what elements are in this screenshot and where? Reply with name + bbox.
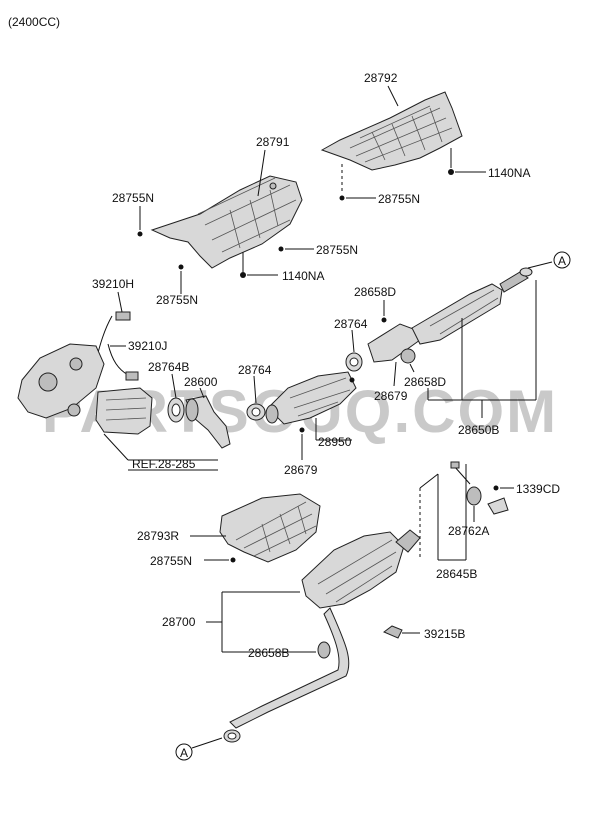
bolt-icon	[240, 272, 246, 278]
nut-icon	[278, 246, 284, 252]
hanger-rubber-28762A[interactable]	[466, 486, 482, 506]
oxygen-sensor-39210J[interactable]	[107, 343, 139, 381]
hanger-bracket-bolt[interactable]	[450, 461, 471, 485]
label-28792: 28792	[364, 71, 398, 85]
bolt-icon	[448, 169, 454, 175]
nut-icon	[178, 264, 184, 270]
marker-a-bottom-label: A	[180, 746, 188, 760]
main-muffler-28700[interactable]	[223, 529, 421, 743]
nut-icon	[339, 195, 345, 201]
label-28755N-lower-center: 28755N	[156, 293, 198, 307]
label-28600: 28600	[184, 375, 218, 389]
label-1140NA-center: 1140NA	[282, 269, 324, 283]
label-28755N-center: 28755N	[316, 243, 358, 257]
label-28679-center: 28679	[374, 389, 408, 403]
nut-icon	[349, 377, 355, 383]
label-28645B: 28645B	[436, 567, 477, 581]
engine-label: (2400CC)	[8, 15, 60, 29]
label-28755N-lower-left: 28755N	[150, 554, 192, 568]
label-28658B: 28658B	[248, 646, 289, 660]
heat-shield-bracket-39215B[interactable]	[383, 625, 403, 639]
label-28658D-lower: 28658D	[404, 375, 446, 389]
label-39210H: 39210H	[92, 277, 134, 291]
nut-icon	[381, 317, 387, 323]
heat-protector-28793R[interactable]	[219, 493, 321, 563]
label-28755N-upper-left: 28755N	[112, 191, 154, 205]
nut-icon	[230, 557, 236, 563]
bolt-icon	[493, 485, 499, 491]
hanger-rubber-28658B[interactable]	[317, 641, 331, 659]
exhaust-manifold[interactable]	[17, 343, 153, 435]
front-pipe-28600[interactable]	[185, 395, 231, 449]
heat-protector-28792[interactable]	[320, 91, 463, 171]
nut-icon	[137, 231, 143, 237]
label-39215B: 39215B	[424, 627, 465, 641]
hanger-bracket-plate[interactable]	[487, 497, 509, 515]
gasket-28764-right[interactable]	[345, 352, 363, 372]
label-28791: 28791	[256, 135, 290, 149]
catalytic-converter-28950[interactable]	[265, 371, 357, 425]
label-1339CD: 1339CD	[516, 482, 560, 496]
label-1140NA-top: 1140NA	[488, 166, 530, 180]
gasket-28764B[interactable]	[167, 397, 185, 423]
ref-label: REF.28-285	[132, 457, 196, 471]
connection-marker-a-top	[553, 251, 571, 269]
hanger-rubber-28658D[interactable]	[400, 348, 416, 364]
marker-a-top-label: A	[558, 254, 566, 268]
label-28755N-top-right: 28755N	[378, 192, 420, 206]
center-pipe-muffler-28650B[interactable]	[367, 267, 533, 363]
label-28793R: 28793R	[137, 529, 179, 543]
label-28658D-top: 28658D	[354, 285, 396, 299]
connection-marker-a-bottom	[175, 743, 193, 761]
label-28764-left: 28764	[238, 363, 272, 377]
label-39210J: 39210J	[128, 339, 167, 353]
nut-icon	[299, 427, 305, 433]
heat-protector-28791[interactable]	[150, 175, 303, 269]
label-28679-lower: 28679	[284, 463, 318, 477]
label-28650B: 28650B	[458, 423, 499, 437]
label-28764B: 28764B	[148, 360, 189, 374]
label-28764-right: 28764	[334, 317, 368, 331]
label-28950: 28950	[318, 435, 352, 449]
label-28700: 28700	[162, 615, 196, 629]
oxygen-sensor-39210H[interactable]	[95, 311, 131, 361]
label-28762A: 28762A	[448, 524, 489, 538]
gasket-28764-left[interactable]	[246, 403, 266, 421]
